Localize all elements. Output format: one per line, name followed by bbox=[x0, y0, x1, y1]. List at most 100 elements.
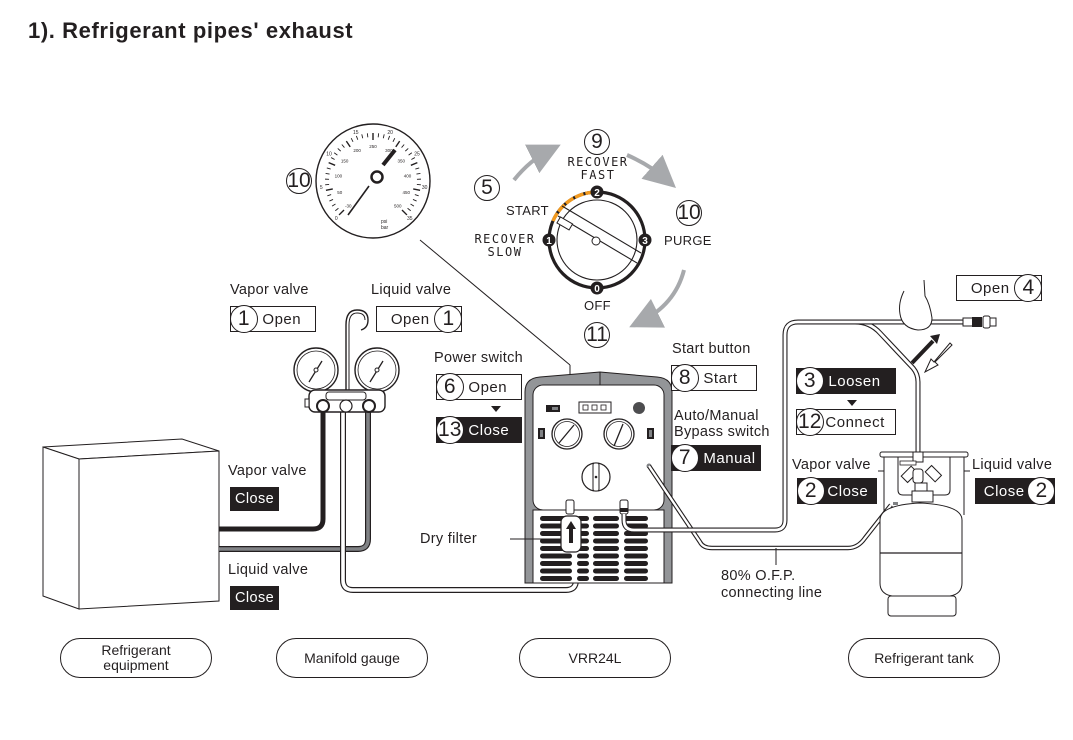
step-badge: 2 bbox=[796, 477, 825, 505]
label-line: RECOVER bbox=[567, 155, 629, 169]
step-badge: 8 bbox=[670, 364, 699, 392]
gauge-outer-scale-label: 35 bbox=[407, 216, 413, 222]
gauge-outer-scale-label: 15 bbox=[353, 130, 359, 136]
manifold-liquid-valve-label: Liquid valve bbox=[371, 282, 452, 298]
action-text: Close bbox=[468, 421, 510, 439]
action-text: Open bbox=[468, 378, 508, 396]
vent-slot bbox=[624, 538, 648, 544]
next-step-arrow-icon bbox=[491, 406, 501, 412]
action-text: Open bbox=[390, 310, 430, 328]
ofp-line-label: 80% O.F.P. connecting line bbox=[721, 568, 822, 602]
label-start: START bbox=[506, 203, 549, 218]
hose-fitting-step-connect: 12 Connect bbox=[795, 408, 896, 436]
gauge-inner-scale-label: 350 bbox=[398, 158, 406, 163]
gauge-tick bbox=[407, 207, 411, 212]
gauge-tick bbox=[341, 144, 345, 148]
gauge-tick bbox=[401, 209, 408, 216]
gauge-inner-scale-label: -30 bbox=[345, 204, 352, 209]
gauge-tick bbox=[413, 188, 421, 192]
component-label: Refrigerant equipment bbox=[101, 642, 171, 673]
vent-slot bbox=[577, 561, 589, 566]
step-number: 10 bbox=[677, 201, 701, 224]
liquid-hose bbox=[219, 412, 370, 551]
step-badge-recover-fast: 9 bbox=[584, 129, 610, 155]
vent-slot bbox=[540, 568, 572, 574]
gauge-tick bbox=[414, 194, 419, 197]
step-number: 13 bbox=[438, 418, 462, 441]
step-badge: 2 bbox=[1027, 477, 1056, 505]
bypass-switch-step: 7 Manual bbox=[670, 444, 761, 472]
step-number: 10 bbox=[287, 169, 311, 192]
gauge-tick bbox=[408, 152, 413, 156]
gauge-tick bbox=[325, 173, 330, 175]
step-number: 2 bbox=[1035, 479, 1048, 502]
label-line: Auto/Manual bbox=[674, 408, 759, 424]
vent-slot bbox=[593, 531, 619, 536]
gauge-tick bbox=[410, 161, 418, 166]
component-label: Refrigerant tank bbox=[874, 649, 974, 666]
next-step-arrow-icon bbox=[847, 400, 857, 406]
component-refrigerant-equipment: Refrigerant equipment bbox=[60, 638, 212, 678]
gauge-unit-bar: bar bbox=[381, 225, 389, 231]
manifold-liquid-valve-step: Open 1 bbox=[376, 305, 463, 333]
action-text: Open bbox=[262, 310, 302, 328]
step-badge: 6 bbox=[435, 373, 464, 401]
unit-vent-grille bbox=[540, 516, 648, 581]
gauge-inner-scale-label: 500 bbox=[394, 204, 402, 209]
gauge-tick bbox=[410, 203, 415, 207]
gauge-tick bbox=[361, 134, 364, 139]
equipment-liquid-valve-action: Close bbox=[230, 586, 280, 610]
vent-slot bbox=[624, 553, 648, 559]
gauge-tick bbox=[337, 148, 341, 152]
step-number: 12 bbox=[798, 410, 822, 433]
power-switch-label: Power switch bbox=[434, 350, 524, 366]
ofp-connecting-line bbox=[648, 465, 892, 550]
gauge-tick bbox=[326, 167, 331, 170]
manifold-vapor-valve-step: 1 Open bbox=[229, 305, 316, 333]
gauge-inner-scale-label: 100 bbox=[335, 174, 343, 179]
action-text: Manual bbox=[703, 449, 756, 467]
bypass-switch-label: Auto/Manual Bypass switch bbox=[674, 408, 770, 440]
step-badge: 13 bbox=[435, 416, 464, 444]
tank-liquid-valve-step: Close 2 bbox=[975, 477, 1056, 505]
power-switch-step-close: 13 Close bbox=[435, 416, 522, 444]
label-line: FAST bbox=[580, 168, 616, 182]
step-number: 5 bbox=[481, 176, 493, 199]
vapor-hose bbox=[219, 412, 326, 532]
gauge-tick bbox=[329, 199, 334, 202]
gauge-inner-scale-label: 200 bbox=[353, 148, 361, 153]
knob-position-3: 3 bbox=[642, 236, 648, 247]
gauge-tick bbox=[331, 203, 336, 207]
step-badge: 12 bbox=[795, 408, 824, 436]
step-badge: 4 bbox=[1014, 274, 1043, 302]
step-badge-gauge: 10 bbox=[286, 168, 312, 194]
step-badge-purge: 10 bbox=[676, 200, 702, 226]
label-line: SLOW bbox=[487, 245, 523, 259]
tank-vapor-valve-step: 2 Close bbox=[796, 477, 877, 505]
vent-slot bbox=[593, 516, 619, 521]
step-number: 6 bbox=[443, 375, 456, 398]
knob-position-0: 0 bbox=[594, 284, 600, 295]
action-text: Connect bbox=[825, 413, 885, 431]
gauge-inner-scale-label: 450 bbox=[403, 190, 411, 195]
manifold-gauge bbox=[293, 309, 400, 413]
gauge-outer-scale-label: 20 bbox=[387, 130, 393, 136]
dry-filter-label: Dry filter bbox=[420, 531, 477, 547]
gauge-tick bbox=[416, 173, 421, 175]
gauge-tick bbox=[387, 135, 391, 140]
vent-slot bbox=[624, 568, 648, 574]
gauge-outer-scale-label: 30 bbox=[422, 185, 428, 191]
vent-slot bbox=[540, 553, 572, 559]
gauge-tick bbox=[350, 138, 354, 143]
vent-slot bbox=[593, 538, 619, 544]
gauge-inner-scale-label: 250 bbox=[369, 144, 377, 149]
tank-vapor-valve-label: Vapor valve bbox=[792, 457, 871, 473]
mode-selector-knob: 2 1 3 0 bbox=[542, 185, 652, 295]
step-badge: 7 bbox=[670, 444, 699, 472]
gauge-tick bbox=[325, 188, 333, 192]
gauge-tick bbox=[338, 209, 345, 216]
component-label: Manifold gauge bbox=[304, 649, 400, 666]
